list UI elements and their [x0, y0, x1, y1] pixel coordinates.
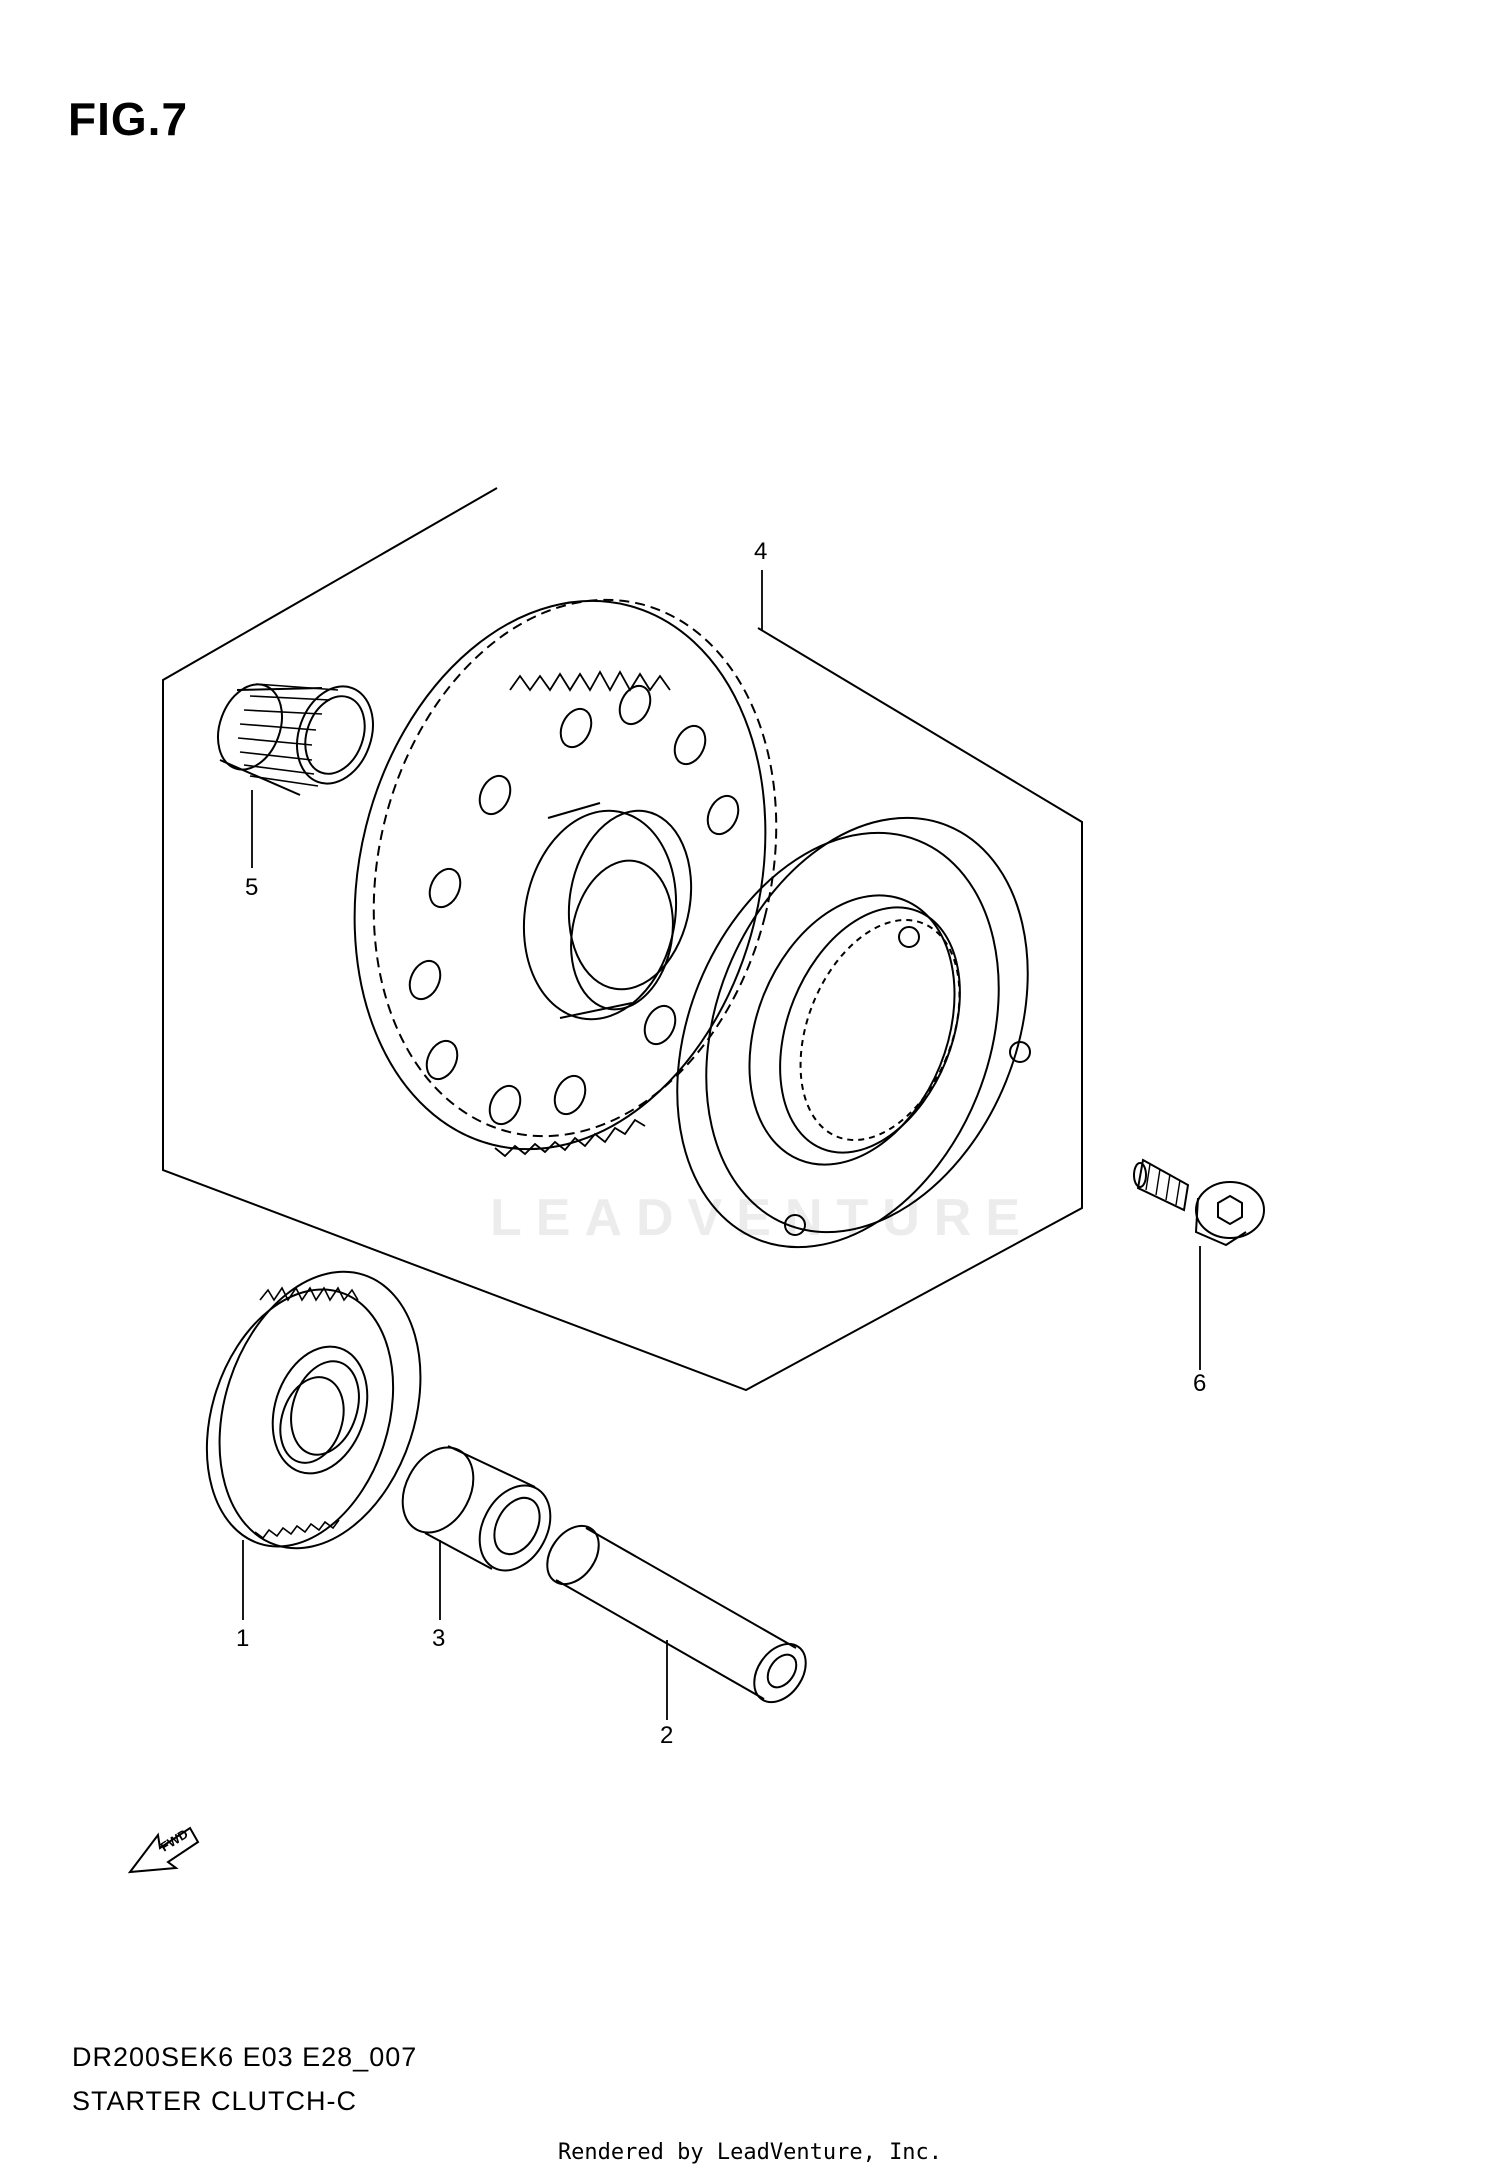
leader-lines: [243, 570, 1200, 1720]
part-3-bushing[interactable]: [389, 1435, 565, 1583]
callout-5: 5: [245, 874, 259, 901]
fwd-arrow-icon: FWD: [130, 1826, 198, 1872]
gear-holes: [404, 681, 744, 1129]
part-5-needle-bearing[interactable]: [207, 675, 386, 795]
part-4-one-way-clutch[interactable]: [618, 769, 1086, 1295]
callout-4: 4: [754, 538, 768, 565]
model-code: DR200SEK6 E03 E28_007: [72, 2042, 418, 2072]
part-1-starter-idle-gear[interactable]: [176, 1246, 455, 1575]
callout-6: 6: [1193, 1370, 1207, 1397]
figure-title: FIG.7: [68, 93, 189, 145]
part-6-bolt[interactable]: [1134, 1160, 1264, 1245]
footer-credit: Rendered by LeadVenture, Inc.: [557, 2140, 943, 2165]
callout-1: 1: [236, 1625, 250, 1652]
assembly-name: STARTER CLUTCH-C: [72, 2086, 358, 2116]
part-4-starter-clutch-gear[interactable]: [299, 557, 831, 1193]
part-2-shaft[interactable]: [537, 1516, 817, 1712]
assembly-outline: [162, 487, 1083, 1392]
callout-2: 2: [660, 1722, 674, 1749]
callout-3: 3: [432, 1625, 446, 1652]
